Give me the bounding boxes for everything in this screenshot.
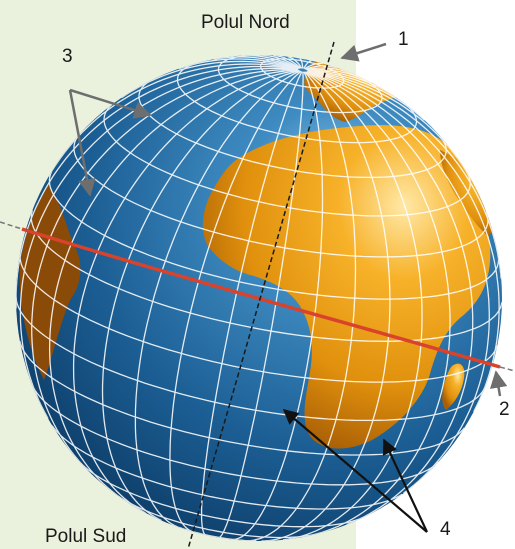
meridian-line	[241, 55, 300, 69]
grid-lines	[16, 55, 502, 541]
meridian-line	[218, 71, 304, 539]
meridian-line	[307, 70, 474, 526]
meridian-line	[245, 71, 357, 541]
marker-1-label: 1	[398, 29, 409, 50]
meridian-line	[307, 70, 502, 279]
parallel-line	[30, 210, 502, 342]
meridian-line	[307, 69, 425, 121]
parallel-line	[31, 384, 439, 486]
meridian-line	[200, 71, 303, 536]
marker-3-label: 3	[62, 46, 73, 67]
arrow-1	[340, 42, 387, 62]
meridian-line	[178, 58, 299, 70]
arrow-2	[489, 370, 508, 397]
meridian-line	[307, 70, 470, 177]
equator-extension-left	[0, 221, 23, 230]
meridian-line	[306, 68, 372, 84]
equator-line	[21, 227, 501, 369]
meridian-line	[31, 69, 299, 471]
meridian-line	[261, 71, 391, 541]
equator-extension-right	[499, 366, 515, 372]
meridian-line	[304, 62, 324, 70]
arrow-3b	[68, 89, 96, 197]
meridian-line	[16, 65, 298, 309]
marker-2-label: 2	[499, 399, 510, 420]
meridian-line	[307, 70, 500, 413]
parallel-line	[103, 103, 471, 217]
meridian-line	[257, 55, 301, 69]
meridian-line	[307, 70, 490, 494]
meridian-line	[307, 69, 397, 98]
meridian-line	[121, 60, 299, 99]
meridian-line	[287, 56, 303, 69]
north-pole-label: Polul Nord	[201, 12, 290, 33]
parallel-line	[19, 254, 498, 383]
parallel-line	[217, 55, 383, 114]
parallel-line	[48, 171, 500, 300]
meridian-line	[213, 56, 300, 70]
meridian-line	[48, 63, 298, 177]
parallel-line	[51, 425, 403, 510]
meridian-line	[305, 65, 338, 70]
arrow-4b	[382, 438, 428, 533]
arrow-3a	[69, 88, 152, 119]
arrow-4a	[282, 409, 428, 533]
meridian-line	[303, 60, 312, 70]
meridian-line	[134, 70, 301, 528]
parallel-line	[176, 61, 418, 144]
marker-4-label: 4	[440, 519, 451, 540]
meridian-line	[282, 71, 423, 541]
meridian-line	[169, 70, 302, 533]
parallel-line	[172, 524, 257, 541]
meridian-line	[232, 71, 324, 541]
meridian-line	[273, 55, 302, 69]
meridian-line	[101, 70, 300, 522]
parallel-line	[16, 297, 486, 422]
meridian-line	[299, 57, 304, 69]
meridian-line	[72, 69, 299, 514]
meridian-line	[19, 67, 298, 419]
parallel-line	[80, 462, 365, 528]
meridian-line	[306, 67, 353, 75]
south-pole-label: Polul Sud	[45, 526, 127, 547]
